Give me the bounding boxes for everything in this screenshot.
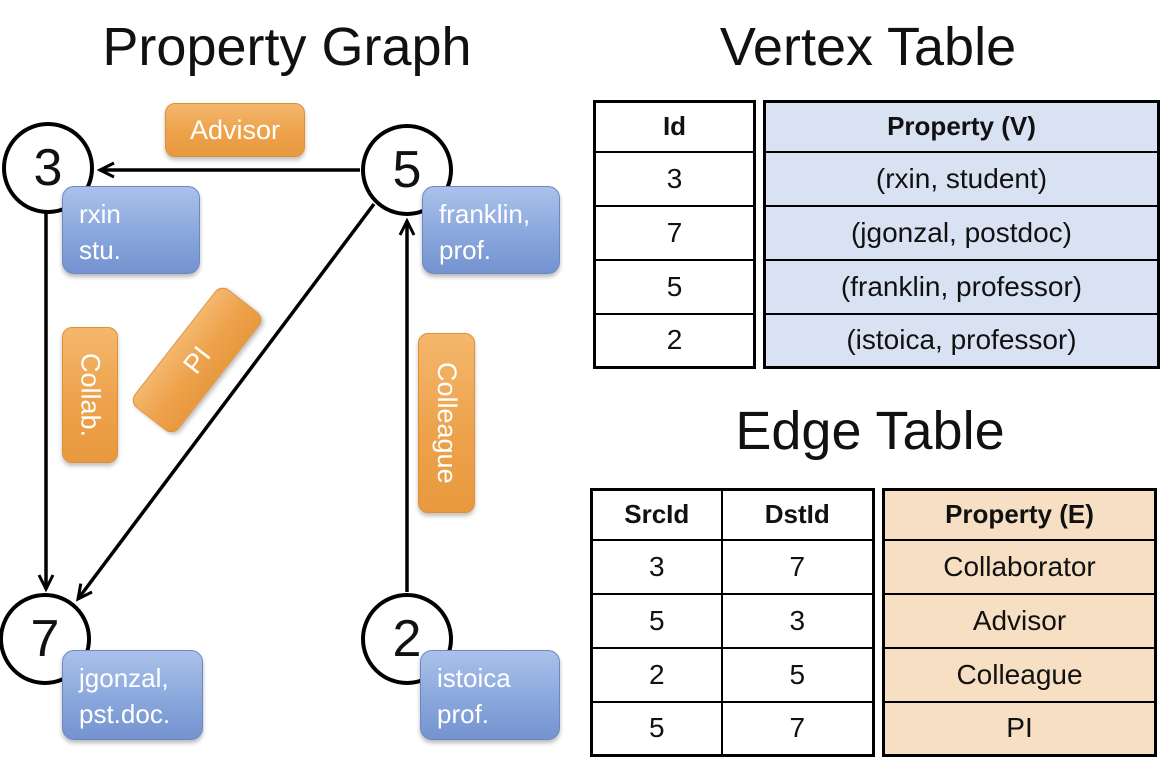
table-cell: (franklin, professor) [763, 258, 1160, 315]
table-column-gap [875, 488, 882, 757]
vertex-table: Id 3 7 5 2 Property (V) (rxin, student) … [593, 100, 1160, 369]
edge-property-column: Property (E) Collaborator Advisor Collea… [882, 488, 1157, 757]
vertex-col-property-header: Property (V) [763, 100, 1160, 153]
table-cell: 3 [593, 150, 756, 207]
table-cell: 5 [590, 700, 723, 757]
table-column-gap [756, 100, 763, 369]
table-cell: 5 [590, 592, 723, 649]
vertex-col-id-header: Id [593, 100, 756, 153]
edge-src-dst-columns: SrcId DstId 3 7 5 3 2 5 5 7 [590, 488, 875, 757]
table-cell: 2 [590, 646, 723, 703]
table-cell: 7 [593, 204, 756, 261]
vertex-property-3: rxin stu. [62, 186, 200, 274]
edge-table: SrcId DstId 3 7 5 3 2 5 5 7 Property (E) [590, 488, 1157, 757]
table-cell: PI [882, 700, 1157, 757]
table-cell: 5 [593, 258, 756, 315]
vertex-node-2: 2 [361, 593, 453, 685]
edge-col-dstid-header: DstId [720, 488, 875, 541]
table-cell: Advisor [882, 592, 1157, 649]
table-cell: 7 [720, 538, 875, 595]
vertex-node-5: 5 [361, 124, 453, 216]
table-cell: (rxin, student) [763, 150, 1160, 207]
vertex-property-column: Property (V) (rxin, student) (jgonzal, p… [763, 100, 1160, 369]
vertex-property-5: franklin, prof. [422, 186, 560, 274]
vertex-property-7: jgonzal, pst.doc. [62, 650, 203, 740]
table-cell: Collaborator [882, 538, 1157, 595]
table-cell: Colleague [882, 646, 1157, 703]
edge-pi-5-to-7 [75, 202, 376, 602]
edge-label-colleague: Colleague [418, 333, 475, 513]
edge-col-property-header: Property (E) [882, 488, 1157, 541]
table-cell: 2 [593, 312, 756, 369]
vertex-table-title: Vertex Table [719, 17, 1017, 77]
property-graph-title: Property Graph [102, 17, 472, 77]
table-cell: (jgonzal, postdoc) [763, 204, 1160, 261]
table-cell: (istoica, professor) [763, 312, 1160, 369]
graph-edges-layer [37, 161, 416, 602]
table-cell: 3 [720, 592, 875, 649]
table-cell: 3 [590, 538, 723, 595]
edge-col-srcid-header: SrcId [590, 488, 723, 541]
table-cell: 7 [720, 700, 875, 757]
edge-label-collab: Collab. [62, 327, 118, 463]
edge-table-title: Edge Table [735, 401, 1005, 461]
edge-label-advisor: Advisor [165, 103, 305, 157]
table-cell: 5 [720, 646, 875, 703]
vertex-id-column: Id 3 7 5 2 [593, 100, 756, 369]
vertex-property-2: istoica prof. [420, 650, 560, 740]
